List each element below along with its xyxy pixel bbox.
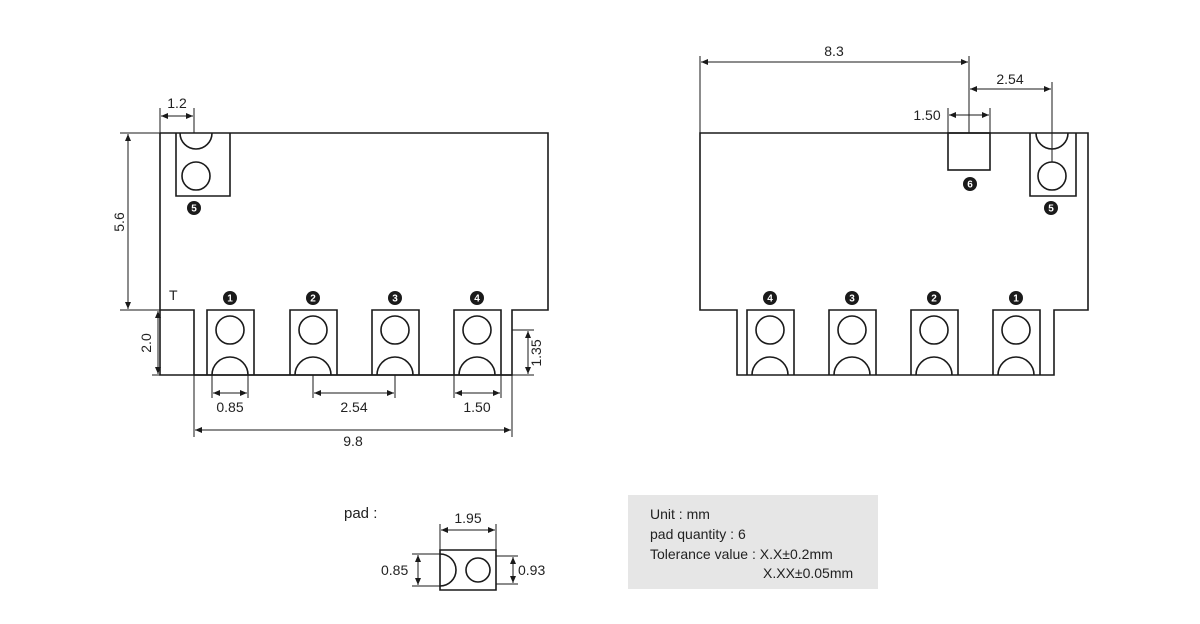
dim-top-pad-width: 1.2 — [159, 95, 195, 133]
dim-pitch: 2.54 — [312, 375, 396, 415]
svg-text:8.3: 8.3 — [824, 43, 844, 59]
right-pad-1 — [992, 309, 1041, 376]
dim-half-circle: 0.85 — [211, 375, 249, 415]
svg-text:3: 3 — [392, 294, 398, 305]
t-marker: T — [169, 287, 178, 303]
pin-badge: 2 — [927, 291, 941, 305]
legend-tolerance-2: X.XX±0.05mm — [763, 565, 854, 581]
pin-badge: 4 — [470, 291, 484, 305]
pin-badge: 5 — [187, 201, 201, 215]
pin-badge: 1 — [1009, 291, 1023, 305]
dim-lead-height: 2.0 — [138, 311, 161, 376]
svg-text:3: 3 — [849, 294, 855, 305]
dim-pad-height: 1.35 — [512, 329, 544, 376]
legend-unit: Unit : mm — [650, 506, 710, 522]
svg-text:5.6: 5.6 — [111, 212, 127, 232]
svg-text:1.95: 1.95 — [454, 510, 481, 526]
svg-text:5: 5 — [191, 204, 197, 215]
pad-shape — [439, 549, 497, 591]
legend-tolerance-1: Tolerance value : X.X±0.2mm — [650, 546, 833, 562]
svg-text:0.85: 0.85 — [381, 562, 408, 578]
svg-text:6: 6 — [967, 180, 973, 191]
left-pad-1 — [206, 309, 255, 376]
svg-text:9.8: 9.8 — [343, 433, 363, 449]
right-pad-6 — [947, 132, 991, 171]
pin-badge: 1 — [223, 291, 237, 305]
right-pad-3 — [828, 309, 877, 376]
svg-text:1.50: 1.50 — [463, 399, 490, 415]
right-pad-4 — [746, 309, 795, 376]
svg-text:0.85: 0.85 — [216, 399, 243, 415]
svg-text:2.54: 2.54 — [340, 399, 367, 415]
left-pad-5 — [175, 133, 231, 197]
pin-badge: 5 — [1044, 201, 1058, 215]
pin-badge: 6 — [963, 177, 977, 191]
legend-quantity: pad quantity : 6 — [650, 526, 746, 542]
dim-total-width: 9.8 — [193, 375, 513, 449]
svg-text:1: 1 — [227, 294, 233, 305]
svg-text:2: 2 — [310, 294, 316, 305]
dim-pad6-width: 1.50 — [913, 107, 991, 133]
dim-pad-width: 1.50 — [453, 375, 502, 415]
right-pad-5 — [1029, 133, 1077, 197]
svg-text:2: 2 — [931, 294, 937, 305]
svg-text:1.2: 1.2 — [167, 95, 187, 111]
left-pad-2 — [289, 309, 338, 376]
pin-badge: 3 — [845, 291, 859, 305]
svg-text:0.93: 0.93 — [518, 562, 545, 578]
pad-detail: pad : 1.95 0.85 0.93 — [344, 505, 545, 591]
right-pad-2 — [910, 309, 959, 376]
svg-text:1.50: 1.50 — [913, 107, 940, 123]
pad-detail-label: pad : — [344, 505, 377, 522]
svg-text:1.35: 1.35 — [528, 339, 544, 366]
svg-text:4: 4 — [474, 294, 480, 305]
dim-offset: 8.3 — [699, 43, 970, 133]
svg-text:2.0: 2.0 — [138, 333, 154, 353]
dim-pitch-right: 2.54 — [970, 71, 1053, 162]
left-pad-3 — [371, 309, 420, 376]
left-pad-4 — [453, 309, 502, 376]
pin-badge: 4 — [763, 291, 777, 305]
svg-text:2.54: 2.54 — [996, 71, 1023, 87]
right-view: 4 3 2 1 6 5 8.3 — [699, 43, 1089, 376]
pin-badge: 2 — [306, 291, 320, 305]
right-bottom-pads — [746, 309, 1041, 376]
dim-height: 5.6 — [111, 132, 160, 311]
svg-text:5: 5 — [1048, 204, 1054, 215]
pin-badge: 3 — [388, 291, 402, 305]
left-bottom-pads — [194, 309, 512, 376]
left-pad-5-hole — [181, 161, 211, 191]
left-view: 5 1 2 3 4 T 1.2 — [111, 95, 549, 449]
svg-text:1: 1 — [1013, 294, 1019, 305]
svg-text:4: 4 — [767, 294, 773, 305]
legend-box: Unit : mm pad quantity : 6 Tolerance val… — [628, 495, 878, 589]
right-body-outline — [699, 132, 1089, 376]
